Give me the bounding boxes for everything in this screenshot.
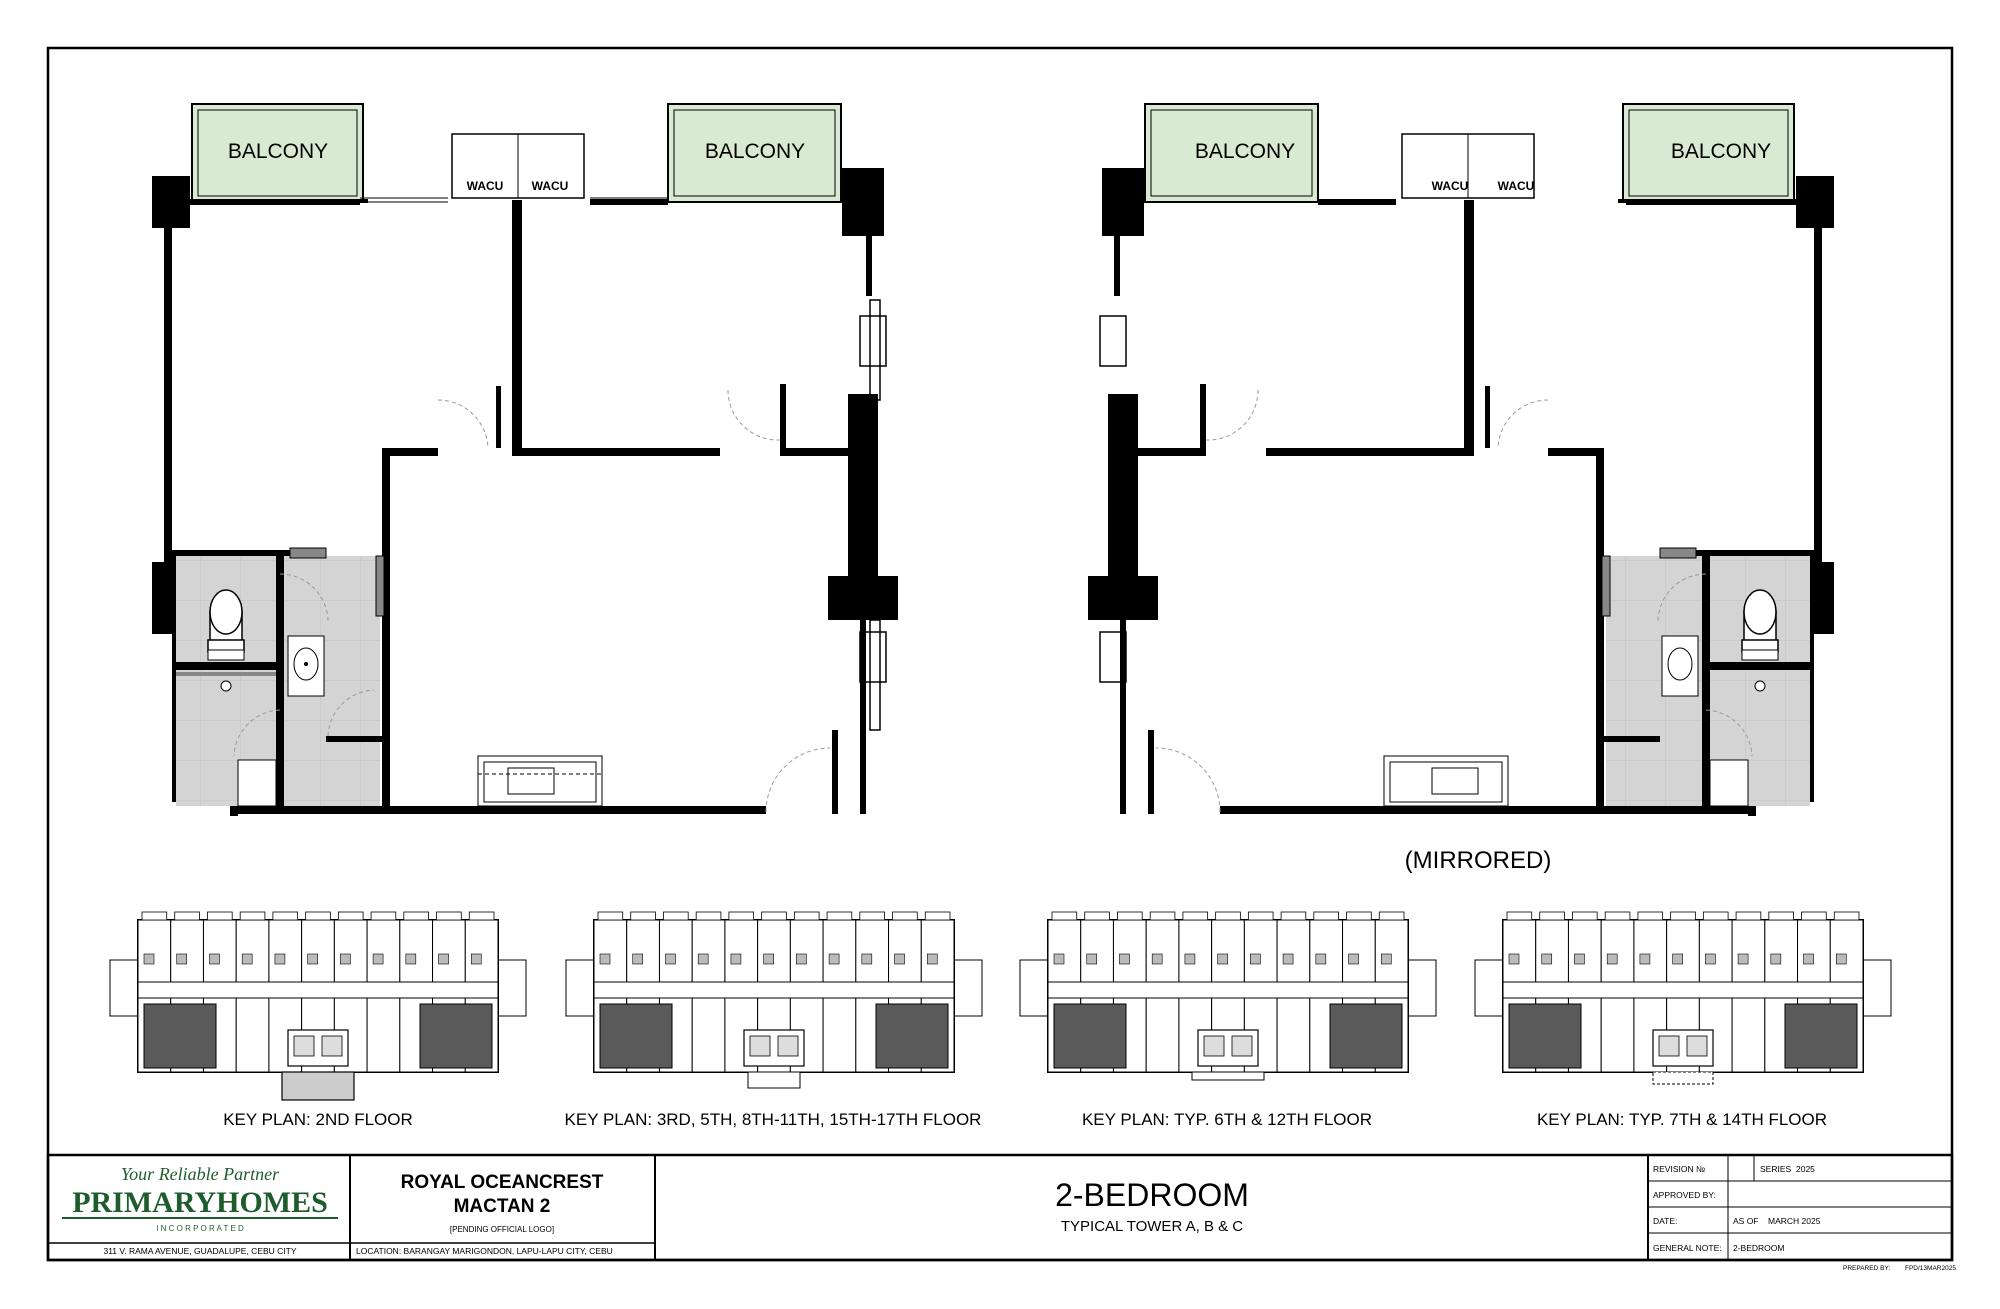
key-plan-label: KEY PLAN: TYP. 6TH & 12TH FLOOR (1082, 1110, 1372, 1129)
key-plan (109, 911, 527, 1101)
key-plan (1019, 911, 1437, 1081)
balcony-right: BALCONY (667, 103, 842, 203)
balcony-label: BALCONY (228, 140, 328, 163)
key-plan (1474, 911, 1892, 1085)
sheet-subtitle: TYPICAL TOWER A, B & C (1061, 1218, 1243, 1235)
date-value: MARCH 2025 (1768, 1216, 1821, 1226)
company-sub: I N C O R P O R A T E D (156, 1224, 244, 1233)
key-plans (109, 911, 1892, 1101)
sink-icon (287, 635, 325, 697)
sink-icon (207, 649, 245, 692)
unit-plan-original: BALCONY WACU WACU BALCONY (152, 103, 898, 816)
project-location: LOCATION: BARANGAY MARIGONDON, LAPU-LAPU… (356, 1246, 613, 1256)
key-plan-label: KEY PLAN: 3RD, 5TH, 8TH-11TH, 15TH-17TH … (565, 1110, 982, 1129)
project-name-line2: MACTAN 2 (454, 1196, 551, 1217)
series-label: SERIES (1760, 1164, 1792, 1174)
sheet-title: 2-BEDROOM (1055, 1177, 1249, 1213)
project-note: [PENDING OFFICIAL LOGO] (450, 1225, 554, 1234)
balcony-label: BALCONY (1195, 140, 1295, 163)
general-note-value: 2-BEDROOM (1733, 1243, 1784, 1253)
bathroom (176, 547, 385, 807)
wacu-label: WACU (1432, 179, 1469, 193)
title-block: Your Reliable Partner PRIMARYHOMES I N C… (46, 1153, 1954, 1262)
company-logo: PRIMARYHOMES (72, 1186, 328, 1219)
wacu-label: WACU (467, 179, 504, 193)
prepared-value: FPD/13MAR2025 (1905, 1265, 1956, 1272)
company-tagline: Your Reliable Partner (121, 1164, 280, 1184)
date-prefix: AS OF (1733, 1216, 1759, 1226)
mirrored-label: (MIRRORED) (1405, 847, 1552, 874)
approved-label: APPROVED BY: (1653, 1190, 1716, 1200)
wacu-label: WACU (1498, 179, 1535, 193)
wacu-closet: WACU WACU (451, 133, 585, 199)
balcony-label: BALCONY (1671, 140, 1771, 163)
balcony-left: BALCONY (191, 103, 364, 203)
key-plan-label: KEY PLAN: 2ND FLOOR (223, 1110, 413, 1129)
unit-plan-mirrored (1088, 103, 1834, 816)
company-address: 311 V. RAMA AVENUE, GUADALUPE, CEBU CITY (103, 1246, 296, 1256)
date-label: DATE: (1653, 1216, 1677, 1226)
revision-label: REVISION № (1653, 1164, 1705, 1174)
project-name: ROYAL OCEANCREST (401, 1172, 604, 1193)
balcony-label: BALCONY (705, 140, 805, 163)
walls (152, 168, 898, 816)
kitchen-counter (477, 755, 603, 807)
wacu-label: WACU (532, 179, 569, 193)
key-plan (565, 911, 983, 1089)
series-value: 2025 (1796, 1164, 1815, 1174)
toilet-icon (207, 589, 245, 653)
prepared-label: PREPARED BY: (1843, 1265, 1890, 1272)
general-note-label: GENERAL NOTE: (1653, 1243, 1722, 1253)
key-plan-label: KEY PLAN: TYP. 7TH & 14TH FLOOR (1537, 1110, 1827, 1129)
